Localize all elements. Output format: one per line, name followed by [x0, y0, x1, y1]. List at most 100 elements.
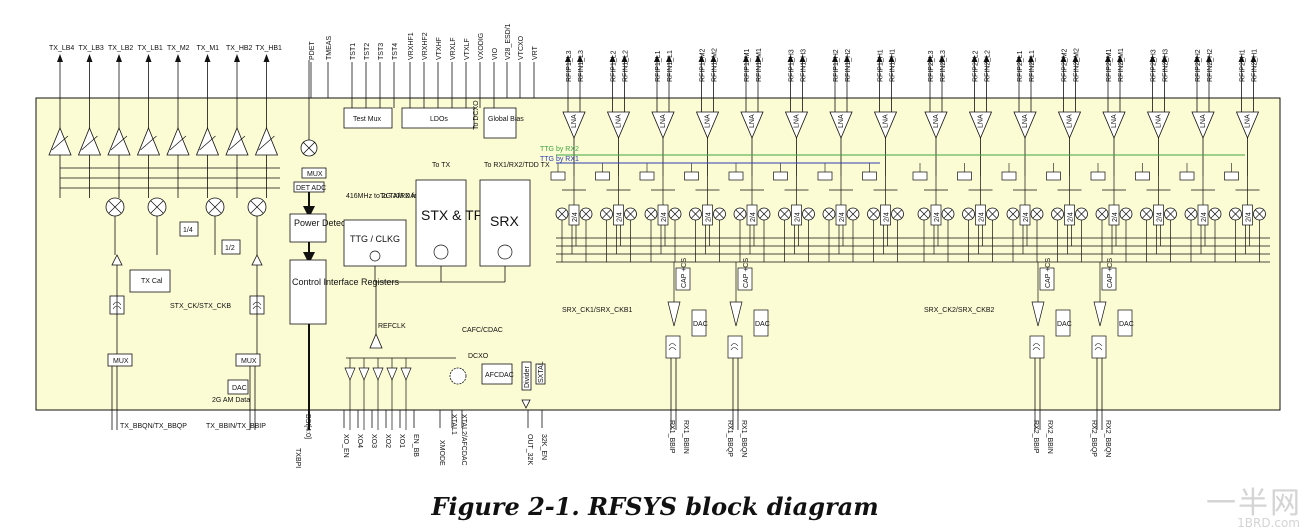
rx-pin-label-p: RFIP1_H2 — [833, 49, 840, 82]
lna-label: LNA — [660, 114, 667, 128]
tx-pin-arrow — [175, 54, 181, 62]
tx-mixer-row — [105, 197, 267, 255]
rx-mixer — [891, 207, 904, 221]
top-pin-label: VTCXO — [518, 35, 525, 60]
pin-rx1-bbqn: RX1_BBQN — [740, 420, 747, 457]
rx-pin-arrow — [1117, 55, 1123, 62]
pin-rx2-bbqp: RX2_BBQP — [1090, 420, 1097, 457]
rx1-lna-chain: LNA 2/4 — [728, 98, 771, 262]
rx-pin-label-p: RFIP1_H3 — [789, 49, 796, 82]
rx-mixer — [1253, 207, 1266, 221]
div24-label: 2/4 — [750, 212, 757, 222]
tx-pin-arrow — [204, 54, 211, 62]
control-interface-label: Control Interface Registers — [292, 277, 400, 287]
rx-pin-arrow — [832, 55, 838, 62]
rx-pin-arrow — [698, 55, 705, 62]
dac-label: DAC — [755, 321, 770, 328]
pin-bsi: BSI[4:0] — [304, 414, 311, 439]
tx-pin-arrow — [234, 54, 240, 62]
tx-mixer — [247, 197, 267, 217]
rx-pin-arrow — [1149, 55, 1156, 62]
power-detector-block — [289, 213, 327, 243]
div24-label: 2/4 — [617, 212, 624, 222]
rx-mixer — [600, 207, 613, 221]
lna-label: LNA — [1156, 114, 1163, 128]
rx-pin-arrow — [1250, 55, 1257, 62]
sxtal-block — [535, 363, 546, 385]
rx-mixer — [962, 207, 975, 221]
pdet-mixer — [300, 60, 318, 157]
pin-xo3: XO3 — [370, 434, 377, 448]
div24-label: 2/4 — [795, 212, 802, 222]
to-txrx-label: To TX/RX for IQ Cal — [380, 193, 442, 200]
watermark-logo: 一半网 — [1206, 486, 1302, 521]
control-interface-block — [289, 259, 327, 325]
rx-pin-label-n: RFIN1_H2 — [845, 49, 852, 82]
rx-pin-label-n: RFIN2_H2 — [1207, 49, 1214, 82]
tx-pa — [225, 98, 249, 198]
rx-pin-arrow — [1016, 55, 1022, 62]
tx-baseband-right — [227, 254, 265, 430]
divider-block — [521, 361, 532, 391]
rx-mixer — [867, 207, 880, 221]
bottom-pins: TX_BBQN/TX_BBQP TX_BBIN/TX_BBIP BSI[4:0]… — [120, 414, 1111, 468]
lna-label: LNA — [571, 114, 578, 128]
rx-mixer — [644, 207, 658, 221]
rx-pin-label-n: RFIN2_L2 — [985, 50, 992, 82]
pin-en-bb: EN_BB — [412, 434, 419, 457]
pin-rx1-bbqp: RX1_BBQP — [726, 420, 733, 457]
test-mux-label: Test Mux — [353, 116, 382, 123]
rx-mixer — [778, 207, 791, 221]
rx-mixer — [555, 207, 569, 221]
rx-pin-arrow — [799, 55, 806, 62]
cap-cs-label: CAP +CS — [1107, 258, 1114, 288]
div24-label: 2/4 — [1068, 212, 1075, 222]
tx-cal-block — [129, 269, 171, 293]
tx-baseband-left — [107, 254, 133, 430]
rx-pin-label-p: RFIP2_M1 — [1106, 48, 1113, 82]
tx-pin-label: TX_LB3 — [79, 45, 104, 52]
rx-mixer — [1030, 207, 1044, 221]
tx-pa — [77, 98, 102, 198]
clk-416-label: 416MHz to 2G AM DAC — [346, 193, 420, 200]
rx-pin-arrow — [971, 55, 978, 62]
rx-mixer — [757, 207, 771, 221]
tx-cal-label: TX Cal — [141, 278, 163, 285]
rx-pin-arrow — [565, 55, 571, 62]
afcdac-label: AFCDAC — [485, 372, 514, 379]
det-adc-label: DET ADC — [296, 185, 326, 192]
tx-pin-label: TX_M2 — [167, 45, 190, 52]
rx-pin-label-p: RFIP2_L3 — [928, 50, 935, 82]
rx-pin-arrow — [1072, 55, 1079, 62]
rx-pin-arrow — [654, 55, 660, 62]
ldos-block — [401, 107, 475, 129]
rx-mixer — [1140, 207, 1153, 221]
rx-mixer — [713, 207, 726, 221]
top-pin-label: VRT — [532, 45, 539, 60]
rx-mixer — [846, 207, 860, 221]
pin-xtal1: XTAL1 — [450, 414, 457, 435]
dcxo-label: DCXO — [468, 353, 489, 360]
divider-label: Divider — [524, 366, 531, 388]
mux-pdet-block — [301, 167, 327, 179]
rx-pin-label-p: RFIP1_M2 — [700, 48, 707, 82]
rx-pin-label-p: RFIP1_L2 — [611, 50, 618, 82]
lna-label: LNA — [1200, 114, 1207, 128]
rx-mixer — [1075, 207, 1088, 221]
rx-pin-label-p: RFIP1_H1 — [878, 49, 885, 82]
rx-mixer — [1229, 207, 1242, 221]
rx-mixer — [668, 207, 682, 221]
rx-pin-arrow — [844, 55, 850, 62]
lna-label: LNA — [1111, 114, 1118, 128]
lna-label: LNA — [749, 114, 756, 128]
